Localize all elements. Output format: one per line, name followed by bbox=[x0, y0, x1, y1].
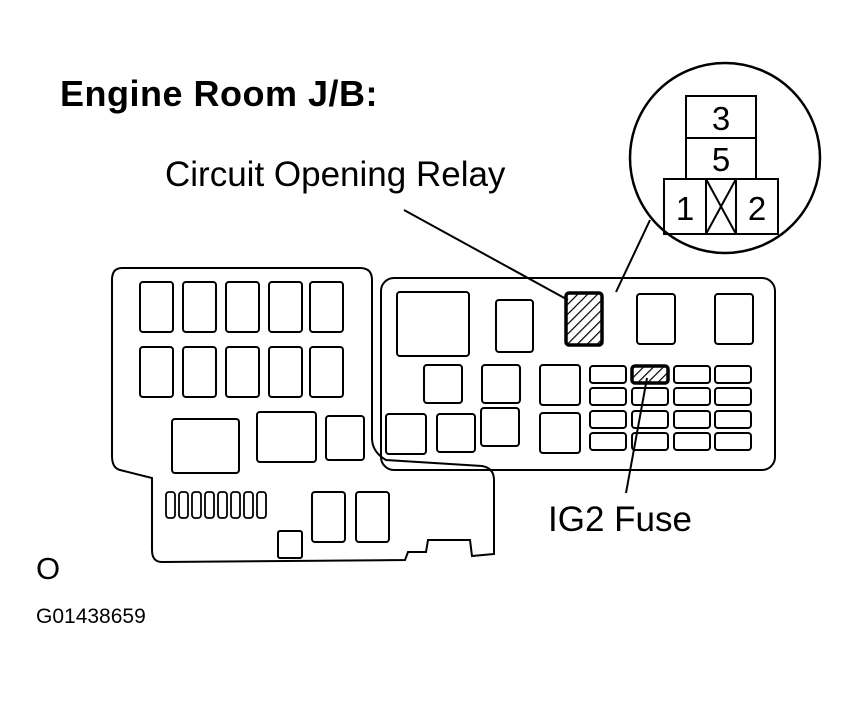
pin-2-label: 2 bbox=[748, 190, 766, 227]
figure-code-label: G01438659 bbox=[36, 605, 146, 628]
pin-1-label: 1 bbox=[676, 190, 694, 227]
left-fuse-row-1 bbox=[139, 281, 344, 333]
relay-leader-line bbox=[403, 209, 569, 301]
ig2-fuse bbox=[630, 364, 670, 385]
connector-face bbox=[663, 95, 779, 235]
left-fuse-row-2 bbox=[139, 346, 344, 398]
pin-5-label: 5 bbox=[712, 141, 730, 178]
pin-3-label: 3 bbox=[712, 100, 730, 137]
circuit-opening-relay-label: Circuit Opening Relay bbox=[165, 155, 506, 194]
circuit-opening-relay bbox=[564, 291, 604, 347]
view-mark-label: O bbox=[36, 551, 61, 586]
fuse-leader-line bbox=[625, 377, 648, 494]
right-middle-relays bbox=[385, 364, 581, 455]
ig2-fuse-label: IG2 Fuse bbox=[548, 500, 692, 539]
lower-left-parts bbox=[277, 491, 390, 559]
fuse-grid bbox=[589, 365, 752, 451]
diagram-title: Engine Room J/B: bbox=[60, 73, 379, 114]
connector-leader-line bbox=[615, 219, 651, 293]
left-relays bbox=[171, 411, 365, 474]
right-top-row bbox=[396, 291, 754, 357]
connector-detail-circle bbox=[628, 61, 822, 255]
left-housing bbox=[111, 267, 495, 564]
right-housing bbox=[380, 277, 776, 471]
mini-fuse-strip bbox=[165, 491, 267, 519]
